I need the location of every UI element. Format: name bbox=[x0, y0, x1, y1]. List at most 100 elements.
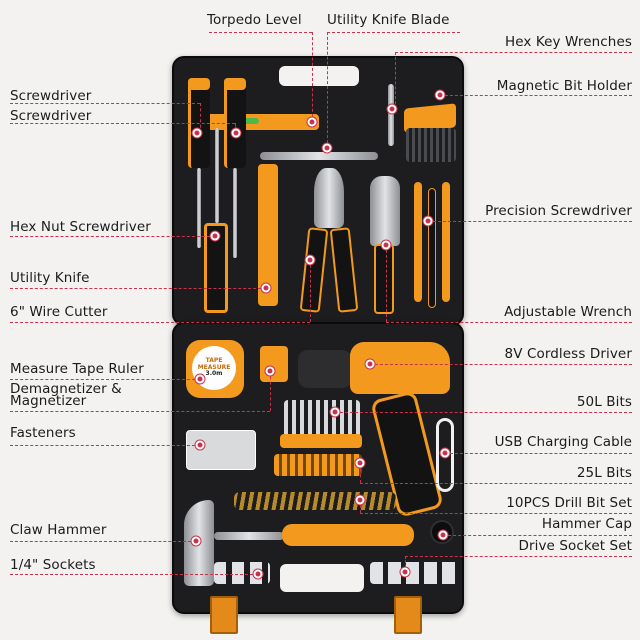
callout-line-adjustable-wrench bbox=[386, 322, 632, 323]
callout-line-torpedo-level bbox=[209, 32, 312, 33]
callout-dot-adjustable-wrench bbox=[381, 240, 391, 250]
hammer-grip bbox=[282, 524, 414, 546]
callout-dot-drill-bit-set bbox=[355, 495, 365, 505]
callout-dot-screwdriver-2 bbox=[231, 128, 241, 138]
bits-50l-holder bbox=[280, 434, 362, 448]
blade-pack bbox=[260, 152, 378, 160]
wrench-head bbox=[370, 176, 400, 246]
callout-dot-precision-screwdriver bbox=[423, 216, 433, 226]
bits-50l-set bbox=[284, 400, 360, 438]
callout-dot-demagnetizer bbox=[265, 366, 275, 376]
callout-dot-measure-tape bbox=[195, 374, 205, 384]
drill-chuck bbox=[298, 350, 352, 388]
label-adjustable-wrench: Adjustable Wrench bbox=[504, 304, 632, 320]
label-utility-knife: Utility Knife bbox=[10, 270, 90, 286]
callout-dot-wire-cutter bbox=[305, 255, 315, 265]
handle-cutout-bottom bbox=[280, 564, 364, 592]
utility-knife-tool bbox=[258, 164, 278, 306]
callout-vline-adjustable-wrench bbox=[386, 245, 387, 322]
quarter-sockets bbox=[214, 562, 270, 584]
case-base: TAPE MEASURE 3.0m bbox=[172, 322, 464, 614]
callout-dot-screwdriver-1 bbox=[192, 128, 202, 138]
drive-sockets bbox=[370, 562, 460, 584]
screwdriver-shaft-2 bbox=[233, 168, 237, 258]
callout-line-measure-tape bbox=[10, 379, 200, 380]
callout-vline-demagnetizer bbox=[270, 371, 271, 411]
label-claw-hammer: Claw Hammer bbox=[10, 522, 107, 538]
case-lid bbox=[172, 56, 464, 326]
callout-dot-drive-socket-set bbox=[400, 567, 410, 577]
callout-dot-sockets-quarter bbox=[253, 569, 263, 579]
callout-line-bits-25l bbox=[360, 483, 632, 484]
latch-left[interactable] bbox=[210, 596, 238, 634]
callout-line-claw-hammer bbox=[10, 541, 196, 542]
label-torpedo-level: Torpedo Level bbox=[207, 12, 302, 28]
callout-vline-torpedo-level bbox=[312, 32, 313, 122]
callout-line-screwdriver-1 bbox=[10, 103, 200, 104]
precision-screwdriver-1 bbox=[414, 182, 422, 302]
label-hammer-cap: Hammer Cap bbox=[541, 516, 632, 532]
callout-line-hex-nut-screwdriver bbox=[10, 236, 215, 237]
screwdriver-cap-1 bbox=[188, 78, 210, 90]
usb-cable-tool bbox=[436, 418, 454, 492]
hex-key-set bbox=[406, 128, 456, 162]
label-demagnetizer: Demagnetizer &Magnetizer bbox=[10, 381, 122, 409]
tape-measure-tool: TAPE MEASURE 3.0m bbox=[186, 340, 244, 398]
callout-vline-utility-knife-blade bbox=[327, 32, 328, 148]
callout-vline-wire-cutter bbox=[310, 260, 311, 322]
callout-dot-utility-knife-blade bbox=[322, 143, 332, 153]
demagnetizer-tool bbox=[260, 346, 288, 382]
precision-screwdriver-2 bbox=[428, 188, 436, 308]
hex-nut-handle bbox=[204, 223, 228, 313]
callout-line-precision-screwdriver bbox=[428, 221, 632, 222]
hammer-cap-tool bbox=[430, 520, 454, 544]
callout-line-hex-key-wrenches bbox=[395, 52, 632, 53]
callout-dot-bits-25l bbox=[355, 458, 365, 468]
callout-line-sockets-quarter bbox=[10, 574, 258, 575]
callout-line-cordless-driver bbox=[370, 364, 632, 365]
screwdriver-shaft-1 bbox=[197, 168, 201, 248]
callout-dot-torpedo-level bbox=[307, 117, 317, 127]
callout-line-usb-cable bbox=[445, 453, 632, 454]
label-measure-tape: Measure Tape Ruler bbox=[10, 361, 144, 377]
label-sockets-quarter: 1/4" Sockets bbox=[10, 557, 96, 573]
callout-line-wire-cutter bbox=[10, 322, 310, 323]
callout-line-utility-knife-blade bbox=[327, 32, 460, 33]
handle-cutout bbox=[279, 66, 359, 86]
latch-right[interactable] bbox=[394, 596, 422, 634]
screwdriver-cap-2 bbox=[224, 78, 246, 90]
label-bits-50l: 50L Bits bbox=[576, 394, 632, 410]
drill-body bbox=[350, 342, 450, 394]
label-usb-cable: USB Charging Cable bbox=[494, 434, 632, 450]
callout-vline-hex-key-wrenches bbox=[395, 52, 396, 109]
label-cordless-driver: 8V Cordless Driver bbox=[504, 346, 632, 362]
callout-dot-magnetic-bit-holder bbox=[435, 90, 445, 100]
callout-vline-drive-socket-set bbox=[405, 556, 406, 572]
plier-handle-right bbox=[329, 227, 359, 313]
callout-vline-bits-25l bbox=[360, 463, 361, 483]
callout-dot-hammer-cap bbox=[438, 530, 448, 540]
callout-dot-hex-key-wrenches bbox=[387, 104, 397, 114]
callout-line-drive-socket-set bbox=[405, 556, 632, 557]
fasteners-box bbox=[186, 430, 256, 470]
callout-line-utility-knife bbox=[10, 288, 266, 289]
callout-vline-screwdriver-2 bbox=[235, 123, 236, 133]
callout-line-drill-bit-set bbox=[360, 513, 632, 514]
drill-bit-set-tool bbox=[234, 492, 396, 510]
plier-jaws bbox=[314, 168, 344, 228]
hex-nut-shaft bbox=[215, 128, 219, 223]
callout-dot-cordless-driver bbox=[365, 359, 375, 369]
label-utility-knife-blade: Utility Knife Blade bbox=[327, 12, 450, 28]
label-precision-screwdriver: Precision Screwdriver bbox=[485, 203, 632, 219]
callout-line-fasteners bbox=[10, 445, 200, 446]
tape-brand-line1: TAPE bbox=[205, 357, 223, 365]
label-screwdriver-2: Screwdriver bbox=[10, 108, 92, 124]
callout-line-screwdriver-2 bbox=[10, 123, 235, 124]
callout-dot-bits-50l bbox=[330, 407, 340, 417]
label-wire-cutter: 6" Wire Cutter bbox=[10, 304, 108, 320]
callout-dot-hex-nut-screwdriver bbox=[210, 231, 220, 241]
callout-vline-screwdriver-1 bbox=[200, 103, 201, 133]
precision-screwdriver-3 bbox=[442, 182, 450, 302]
callout-vline-drill-bit-set bbox=[360, 500, 361, 513]
